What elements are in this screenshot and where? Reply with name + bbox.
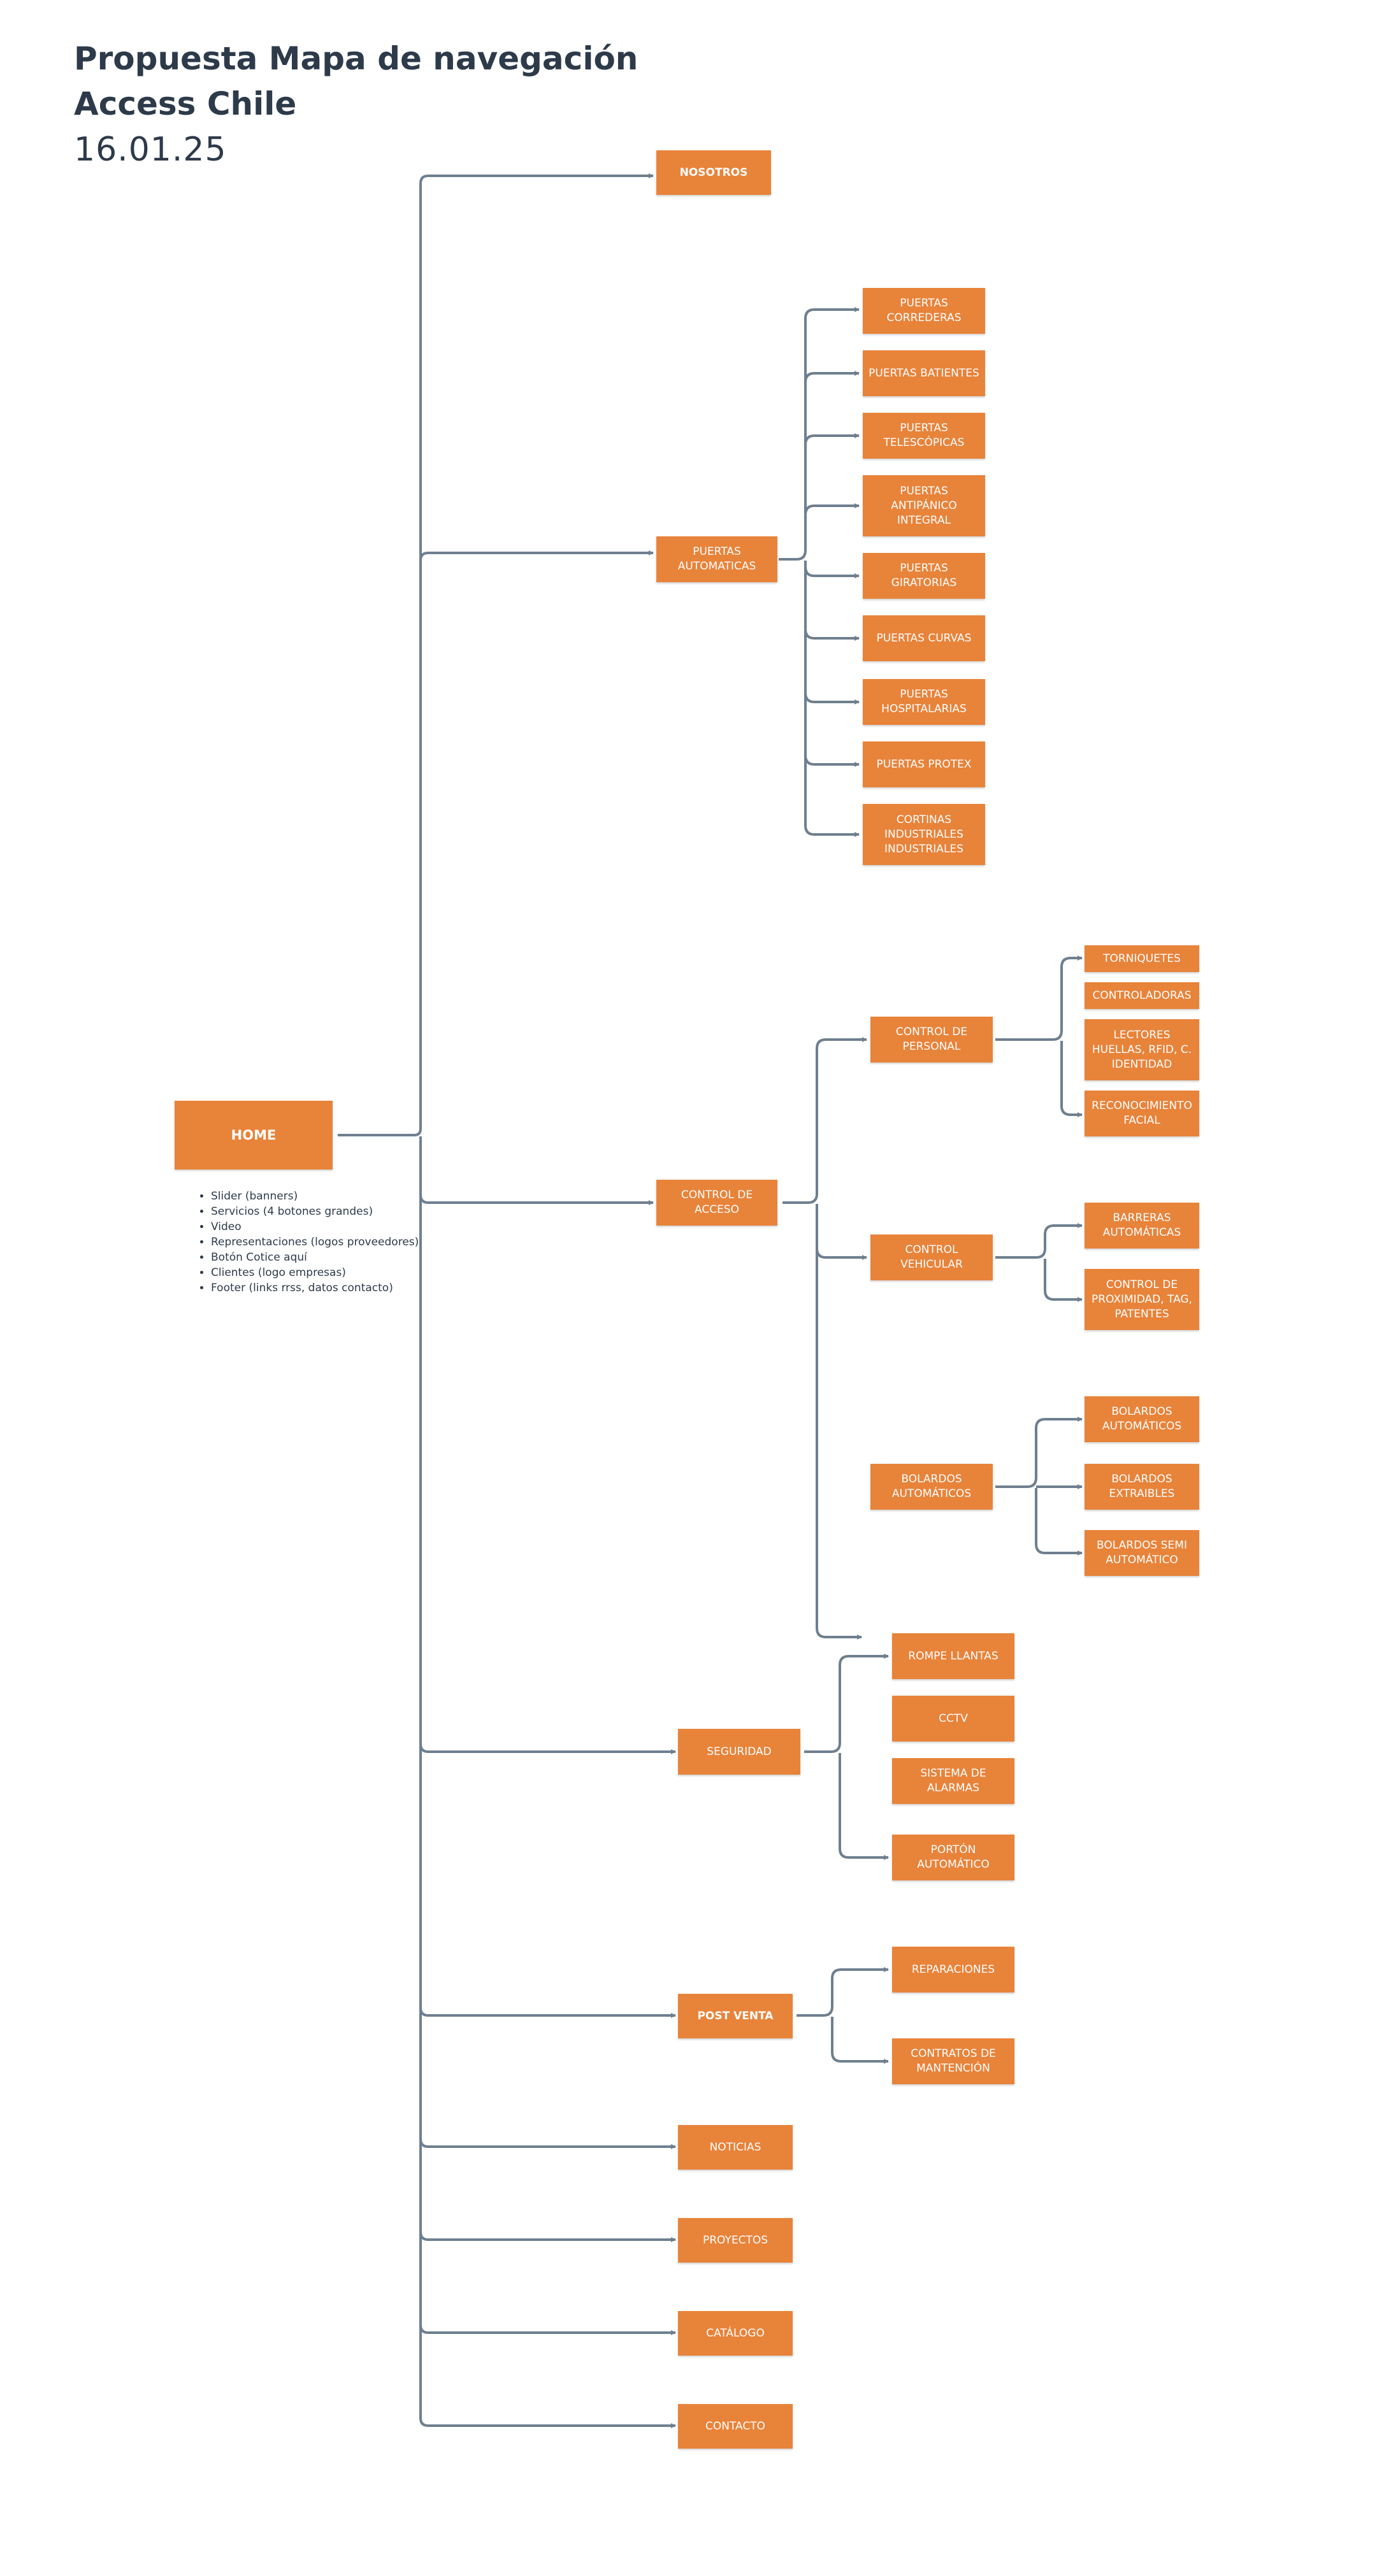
node-contacto[interactable]: CONTACTO xyxy=(678,2404,793,2449)
node-postventa-child[interactable]: CONTRATOS DE MANTENCIÓN xyxy=(892,2038,1014,2084)
node-seguridad[interactable]: SEGURIDAD xyxy=(678,1729,800,1775)
node-vehicular-child[interactable]: CONTROL DE PROXIMIDAD, TAG, PATENTES xyxy=(1085,1269,1199,1330)
node-catalogo[interactable]: CATÁLOGO xyxy=(678,2311,793,2356)
node-puertas-automaticas[interactable]: PUERTAS AUTOMATICAS xyxy=(656,536,777,582)
node-personal-child[interactable]: RECONOCIMIENTO FACIAL xyxy=(1085,1091,1199,1136)
node-bolardos-child[interactable]: BOLARDOS AUTOMÁTICOS xyxy=(1085,1396,1199,1442)
home-note: Botón Cotice aquí xyxy=(211,1250,419,1265)
node-bolardos-child[interactable]: BOLARDOS SEMI AUTOMÁTICO xyxy=(1085,1530,1199,1576)
node-puertas-child[interactable]: PUERTAS CURVAS xyxy=(863,615,985,661)
node-puertas-child[interactable]: PUERTAS ANTIPÁNICO INTEGRAL xyxy=(863,475,985,536)
node-personal-child[interactable]: TORNIQUETES xyxy=(1085,945,1199,972)
node-postventa-child[interactable]: REPARACIONES xyxy=(892,1947,1014,1993)
node-vehicular-child[interactable]: BARRERAS AUTOMÁTICAS xyxy=(1085,1203,1199,1249)
home-note: Video xyxy=(211,1219,419,1234)
node-bolardos-child[interactable]: BOLARDOS EXTRAIBLES xyxy=(1085,1464,1199,1510)
home-note: Servicios (4 botones grandes) xyxy=(211,1204,419,1219)
node-puertas-child[interactable]: CORTINAS INDUSTRIALES INDUSTRIALES xyxy=(863,804,985,865)
node-seguridad-child[interactable]: PORTÓN AUTOMÁTICO xyxy=(892,1835,1014,1880)
node-control-vehicular[interactable]: CONTROL VEHICULAR xyxy=(870,1234,993,1280)
node-puertas-child[interactable]: PUERTAS GIRATORIAS xyxy=(863,553,985,599)
node-puertas-child[interactable]: PUERTAS BATIENTES xyxy=(863,350,985,396)
home-note: Slider (banners) xyxy=(211,1189,419,1204)
node-proyectos[interactable]: PROYECTOS xyxy=(678,2218,793,2263)
home-note: Footer (links rrss, datos contacto) xyxy=(211,1280,419,1296)
node-puertas-child[interactable]: PUERTAS HOSPITALARIAS xyxy=(863,679,985,725)
node-puertas-child[interactable]: PUERTAS CORREDERAS xyxy=(863,288,985,334)
page-date: 16.01.25 xyxy=(74,131,227,169)
node-home[interactable]: HOME xyxy=(175,1101,333,1170)
node-puertas-child[interactable]: PUERTAS PROTEX xyxy=(863,741,985,787)
node-nosotros[interactable]: NOSOTROS xyxy=(656,150,771,195)
node-puertas-child[interactable]: PUERTAS TELESCÓPICAS xyxy=(863,413,985,459)
node-control-de-acceso[interactable]: CONTROL DE ACCESO xyxy=(656,1180,777,1226)
home-notes-list: Slider (banners) Servicios (4 botones gr… xyxy=(194,1189,419,1296)
node-seguridad-child[interactable]: SISTEMA DE ALARMAS xyxy=(892,1758,1014,1804)
home-note: Clientes (logo empresas) xyxy=(211,1265,419,1280)
node-noticias[interactable]: NOTICIAS xyxy=(678,2125,793,2170)
node-seguridad-child[interactable]: CCTV xyxy=(892,1696,1014,1742)
node-seguridad-child[interactable]: ROMPE LLANTAS xyxy=(892,1633,1014,1679)
node-personal-child[interactable]: LECTORES HUELLAS, RFID, C. IDENTIDAD xyxy=(1085,1019,1199,1080)
node-bolardos-automaticos[interactable]: BOLARDOS AUTOMÁTICOS xyxy=(870,1464,993,1510)
node-post-venta[interactable]: POST VENTA xyxy=(678,1994,793,2038)
node-control-de-personal[interactable]: CONTROL DE PERSONAL xyxy=(870,1017,993,1063)
page-title: Propuesta Mapa de navegación xyxy=(74,40,638,77)
home-note: Representaciones (logos proveedores) xyxy=(211,1234,419,1250)
node-personal-child[interactable]: CONTROLADORAS xyxy=(1085,982,1199,1009)
page-subtitle: Access Chile xyxy=(74,85,297,122)
